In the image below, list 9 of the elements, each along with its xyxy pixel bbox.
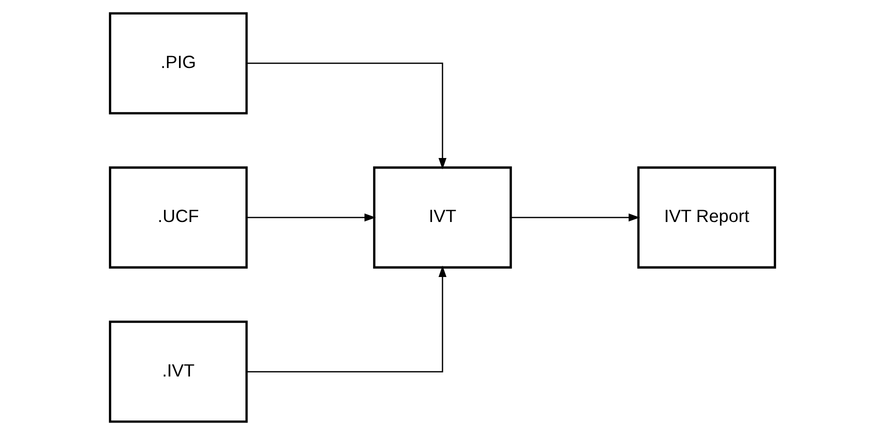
- node-box: IVT Report: [637, 166, 776, 269]
- node-box: IVT: [373, 166, 512, 269]
- arrow: [510, 214, 640, 222]
- node-box: .PIG: [108, 12, 248, 114]
- arrow: [246, 214, 376, 222]
- arrow: [246, 62, 446, 170]
- arrow: [246, 266, 446, 372]
- node-box: .UCF: [108, 166, 248, 269]
- node-box: .IVT: [108, 320, 248, 423]
